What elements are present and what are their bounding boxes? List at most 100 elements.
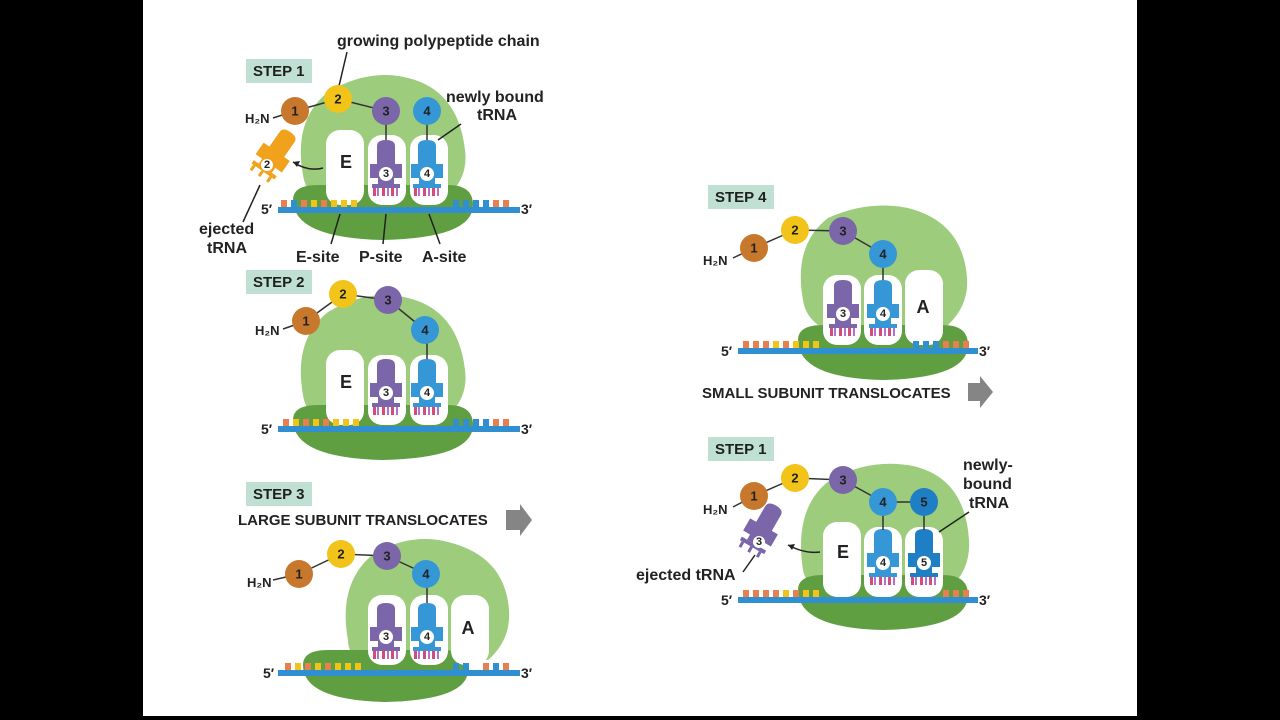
site-e-marker: E (837, 542, 849, 562)
svg-text:5: 5 (921, 557, 927, 569)
mrna-bases (281, 200, 509, 207)
svg-text:4: 4 (424, 168, 431, 180)
step2-label: STEP 2 (253, 274, 304, 291)
svg-text:3: 3 (839, 224, 846, 239)
mrna-bases (285, 663, 509, 670)
h2n-label: H₂N (247, 575, 272, 590)
diagram-canvas: STEP 1 growing polypeptide chain E 5′ 3′… (143, 0, 1137, 716)
amino-acid-4 (413, 97, 441, 125)
ejected-trna (738, 503, 782, 558)
amino-acid-1 (740, 234, 768, 262)
large-subunit-translocates: LARGE SUBUNIT TRANSLOCATES (238, 512, 488, 529)
amino-acid-1 (292, 307, 320, 335)
mrna-strand (278, 207, 520, 213)
site-a-marker: A (462, 618, 475, 638)
h2n-label: H₂N (703, 502, 728, 517)
newly-bound-label-1: newly bound (446, 89, 544, 106)
amino-acid-1 (740, 482, 768, 510)
svg-text:4: 4 (424, 387, 431, 399)
site-e-marker: E (340, 372, 352, 392)
h2n-label: H₂N (245, 111, 270, 126)
amino-acid-3 (374, 286, 402, 314)
svg-text:5: 5 (920, 495, 927, 510)
five-prime-label: 5′ (721, 592, 733, 608)
h2n-label: H₂N (255, 323, 280, 338)
arrow-right-icon (968, 376, 993, 408)
p-site-label: P-site (359, 249, 403, 266)
svg-text:3: 3 (839, 473, 846, 488)
step3-badge (246, 482, 312, 506)
svg-text:4: 4 (423, 104, 431, 119)
svg-text:3: 3 (756, 536, 762, 548)
mrna-strand (278, 426, 520, 432)
site-e-marker: E (340, 152, 352, 172)
svg-text:4: 4 (422, 567, 430, 582)
svg-text:4: 4 (879, 247, 887, 262)
step1-badge (246, 59, 312, 83)
svg-text:2: 2 (337, 547, 344, 562)
step4-badge (708, 185, 774, 209)
newly-bound-label-3: tRNA (969, 495, 1009, 512)
svg-text:3: 3 (383, 549, 390, 564)
growing-chain-label: growing polypeptide chain (337, 33, 540, 50)
mrna-strand (738, 348, 978, 354)
svg-text:4: 4 (421, 323, 429, 338)
amino-acid-2 (781, 216, 809, 244)
panel-step2: STEP 2 E 5′ 3′ 3 4 H₂N 1 2 3 4 (246, 270, 533, 460)
panel-step1-top: STEP 1 growing polypeptide chain E 5′ 3′… (199, 33, 544, 266)
newly-bound-label-2: tRNA (477, 107, 517, 124)
e-site-label: E-site (296, 249, 340, 266)
three-prime-label: 3′ (521, 421, 533, 437)
step1-badge (708, 437, 774, 461)
five-prime-label: 5′ (261, 421, 273, 437)
svg-text:3: 3 (840, 308, 846, 320)
five-prime-label: 5′ (261, 201, 273, 217)
panel-step1-bottom: STEP 1 E 5′ 3′ 4 5 H₂N 1 2 3 (636, 437, 1013, 630)
svg-text:4: 4 (424, 631, 431, 643)
arrow-right-icon (506, 504, 532, 536)
svg-text:1: 1 (291, 104, 298, 119)
svg-text:1: 1 (750, 489, 757, 504)
svg-text:2: 2 (791, 471, 798, 486)
amino-acid-2 (781, 464, 809, 492)
three-prime-label: 3′ (521, 665, 533, 681)
svg-text:3: 3 (382, 104, 389, 119)
mrna-strand (738, 597, 978, 603)
amino-acid-4 (869, 488, 897, 516)
small-subunit-translocates: SMALL SUBUNIT TRANSLOCATES (702, 385, 951, 402)
svg-text:2: 2 (264, 159, 270, 171)
amino-acid-3 (829, 217, 857, 245)
svg-text:4: 4 (879, 495, 887, 510)
amino-acid-1 (285, 560, 313, 588)
a-site-label: A-site (422, 249, 467, 266)
ejected-trna (249, 129, 296, 183)
amino-acid-3 (373, 542, 401, 570)
svg-text:2: 2 (791, 223, 798, 238)
ejected-trna-label: ejected tRNA (636, 567, 736, 584)
step1-label-repeat: STEP 1 (715, 441, 766, 458)
step4-label: STEP 4 (715, 189, 767, 206)
three-prime-label: 3′ (979, 343, 991, 359)
svg-text:3: 3 (383, 387, 389, 399)
amino-acid-3 (372, 97, 400, 125)
amino-acid-2 (329, 280, 357, 308)
amino-acid-4 (412, 560, 440, 588)
svg-text:2: 2 (334, 92, 341, 107)
amino-acid-1 (281, 97, 309, 125)
svg-text:1: 1 (295, 567, 302, 582)
newly-bound-label-2: bound (963, 476, 1012, 493)
five-prime-label: 5′ (721, 343, 733, 359)
step3-label: STEP 3 (253, 486, 304, 503)
svg-text:4: 4 (880, 557, 887, 569)
mrna-bases (283, 419, 509, 426)
translation-elongation-diagram: STEP 1 growing polypeptide chain E 5′ 3′… (199, 33, 1013, 702)
svg-text:4: 4 (880, 308, 887, 320)
svg-text:3: 3 (383, 631, 389, 643)
svg-text:3: 3 (384, 293, 391, 308)
amino-acid-2 (324, 85, 352, 113)
step2-badge (246, 270, 312, 294)
h2n-label: H₂N (703, 253, 728, 268)
three-prime-label: 3′ (521, 201, 533, 217)
svg-text:1: 1 (750, 241, 757, 256)
site-a-marker: A (917, 297, 930, 317)
